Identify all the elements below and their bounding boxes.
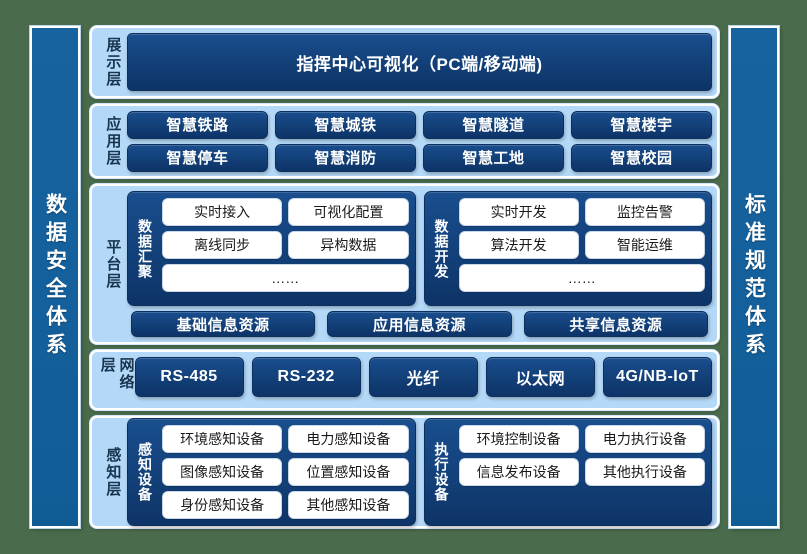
sensing-row-1: 环境感知设备 电力感知设备 bbox=[162, 425, 409, 453]
development-item[interactable]: 实时开发 bbox=[458, 198, 579, 226]
aggregation-row-3: …… bbox=[162, 264, 409, 292]
layer-sensing-body: 感知设备 环境感知设备 电力感知设备 图像感知设备 位置感知设备 bbox=[127, 418, 712, 526]
layer-platform: 平台层 数据汇聚 实时接入 可视化配置 bbox=[90, 184, 719, 344]
group-data-aggregation-label-wrap: 数据汇聚 bbox=[134, 198, 156, 299]
development-row-1: 实时开发 监控告警 bbox=[458, 198, 705, 226]
sensing-device-item[interactable]: 电力感知设备 bbox=[288, 425, 409, 453]
aggregation-item[interactable]: 可视化配置 bbox=[288, 198, 409, 226]
resource-item[interactable]: 基础信息资源 bbox=[131, 311, 316, 337]
network-item[interactable]: 光纤 bbox=[368, 357, 478, 397]
sensing-device-item[interactable]: 环境感知设备 bbox=[162, 425, 283, 453]
aggregation-item[interactable]: 异构数据 bbox=[288, 231, 409, 259]
app-item[interactable]: 智慧隧道 bbox=[423, 110, 564, 139]
group-data-development: 数据开发 实时开发 监控告警 算法开发 智能运维 bbox=[423, 191, 712, 306]
group-data-aggregation: 数据汇聚 实时接入 可视化配置 离线同步 异构数据 bbox=[127, 191, 416, 306]
actuator-device-item[interactable]: 电力执行设备 bbox=[584, 425, 705, 453]
layer-display-label: 展示层 bbox=[104, 36, 122, 88]
development-row-2: 算法开发 智能运维 bbox=[458, 231, 705, 259]
sensing-groups: 感知设备 环境感知设备 电力感知设备 图像感知设备 位置感知设备 bbox=[127, 418, 712, 526]
layer-network-label: 网络层 bbox=[98, 357, 135, 391]
actuator-device-item[interactable]: 信息发布设备 bbox=[458, 458, 579, 486]
group-sensing-devices-label-wrap: 感知设备 bbox=[134, 425, 156, 519]
sensing-device-item[interactable]: 其他感知设备 bbox=[288, 491, 409, 519]
actuator-row-1: 环境控制设备 电力执行设备 bbox=[458, 425, 705, 453]
app-item[interactable]: 智慧消防 bbox=[275, 143, 416, 172]
group-actuator-devices: 执行设备 环境控制设备 电力执行设备 信息发布设备 其他执行设备 bbox=[423, 418, 712, 526]
aggregation-item-more[interactable]: …… bbox=[162, 264, 409, 292]
left-pillar-data-security: 数据安全体系 bbox=[30, 26, 80, 528]
group-data-development-label: 数据开发 bbox=[433, 218, 450, 279]
development-row-3: …… bbox=[458, 264, 705, 292]
layer-application-label: 应用层 bbox=[104, 115, 122, 167]
application-row-2: 智慧停车 智慧消防 智慧工地 智慧校园 bbox=[127, 143, 712, 172]
network-item[interactable]: 4G/NB-IoT bbox=[602, 357, 712, 397]
group-data-development-label-wrap: 数据开发 bbox=[431, 198, 453, 299]
sensing-device-item[interactable]: 身份感知设备 bbox=[162, 491, 283, 519]
layer-stack: 展示层 指挥中心可视化（PC端/移动端) 应用层 智慧铁路 智慧城铁 智慧隧道 … bbox=[90, 26, 719, 528]
right-pillar-label: 标准规范体系 bbox=[742, 193, 766, 361]
app-item[interactable]: 智慧楼宇 bbox=[571, 110, 712, 139]
layer-network-body: RS-485 RS-232 光纤 以太网 4G/NB-IoT bbox=[134, 357, 713, 403]
layer-sensing-label-wrap: 感知层 bbox=[97, 423, 127, 521]
aggregation-item[interactable]: 实时接入 bbox=[162, 198, 283, 226]
development-item[interactable]: 算法开发 bbox=[458, 231, 579, 259]
actuator-device-item[interactable]: 其他执行设备 bbox=[584, 458, 705, 486]
group-data-development-grid: 实时开发 监控告警 算法开发 智能运维 …… bbox=[458, 198, 705, 299]
left-pillar-label: 数据安全体系 bbox=[43, 193, 67, 361]
actuator-device-item[interactable]: 环境控制设备 bbox=[458, 425, 579, 453]
sensing-row-2: 图像感知设备 位置感知设备 bbox=[162, 458, 409, 486]
layer-display-label-wrap: 展示层 bbox=[97, 33, 127, 91]
development-item[interactable]: 智能运维 bbox=[584, 231, 705, 259]
app-item[interactable]: 智慧工地 bbox=[423, 143, 564, 172]
aggregation-row-1: 实时接入 可视化配置 bbox=[162, 198, 409, 226]
development-item-more[interactable]: …… bbox=[458, 264, 705, 292]
network-item[interactable]: RS-232 bbox=[251, 357, 361, 397]
network-item[interactable]: RS-485 bbox=[134, 357, 244, 397]
layer-display-body: 指挥中心可视化（PC端/移动端) bbox=[127, 33, 712, 91]
app-item[interactable]: 智慧城铁 bbox=[275, 110, 416, 139]
app-item[interactable]: 智慧校园 bbox=[571, 143, 712, 172]
sensing-row-3: 身份感知设备 其他感知设备 bbox=[162, 491, 409, 519]
layer-platform-label-wrap: 平台层 bbox=[97, 191, 127, 337]
layer-network-label-wrap: 网络层 bbox=[97, 357, 135, 403]
layer-display: 展示层 指挥中心可视化（PC端/移动端) bbox=[90, 26, 719, 98]
resource-item[interactable]: 应用信息资源 bbox=[327, 311, 512, 337]
layer-network: 网络层 RS-485 RS-232 光纤 以太网 4G/NB-IoT bbox=[90, 350, 719, 410]
group-sensing-devices-label: 感知设备 bbox=[137, 442, 154, 502]
group-data-aggregation-grid: 实时接入 可视化配置 离线同步 异构数据 …… bbox=[162, 198, 409, 299]
display-command-center-bar[interactable]: 指挥中心可视化（PC端/移动端) bbox=[127, 33, 712, 91]
layer-application: 应用层 智慧铁路 智慧城铁 智慧隧道 智慧楼宇 智慧停车 智慧消防 智慧工地 智… bbox=[90, 104, 719, 178]
application-row-1: 智慧铁路 智慧城铁 智慧隧道 智慧楼宇 bbox=[127, 110, 712, 139]
resource-item[interactable]: 共享信息资源 bbox=[523, 311, 708, 337]
app-item[interactable]: 智慧铁路 bbox=[127, 110, 268, 139]
sensing-device-item[interactable]: 图像感知设备 bbox=[162, 458, 283, 486]
aggregation-row-2: 离线同步 异构数据 bbox=[162, 231, 409, 259]
app-item[interactable]: 智慧停车 bbox=[127, 143, 268, 172]
group-sensing-devices: 感知设备 环境感知设备 电力感知设备 图像感知设备 位置感知设备 bbox=[127, 418, 416, 526]
layer-sensing-label: 感知层 bbox=[104, 446, 122, 498]
group-actuator-devices-grid: 环境控制设备 电力执行设备 信息发布设备 其他执行设备 bbox=[458, 425, 705, 519]
right-pillar-standards: 标准规范体系 bbox=[729, 26, 779, 528]
platform-resource-row: 基础信息资源 应用信息资源 共享信息资源 bbox=[127, 311, 712, 337]
layer-platform-label: 平台层 bbox=[104, 238, 122, 290]
group-actuator-devices-label-wrap: 执行设备 bbox=[431, 425, 453, 519]
platform-groups: 数据汇聚 实时接入 可视化配置 离线同步 异构数据 bbox=[127, 191, 712, 306]
group-sensing-devices-grid: 环境感知设备 电力感知设备 图像感知设备 位置感知设备 身份感知设备 其他感知设… bbox=[162, 425, 409, 519]
aggregation-item[interactable]: 离线同步 bbox=[162, 231, 283, 259]
network-items-row: RS-485 RS-232 光纤 以太网 4G/NB-IoT bbox=[134, 357, 713, 403]
development-item[interactable]: 监控告警 bbox=[584, 198, 705, 226]
actuator-row-2: 信息发布设备 其他执行设备 bbox=[458, 458, 705, 486]
layer-sensing: 感知层 感知设备 环境感知设备 电力感知设备 bbox=[90, 416, 719, 528]
layer-application-body: 智慧铁路 智慧城铁 智慧隧道 智慧楼宇 智慧停车 智慧消防 智慧工地 智慧校园 bbox=[127, 110, 712, 172]
layer-application-label-wrap: 应用层 bbox=[97, 111, 127, 171]
sensing-device-item[interactable]: 位置感知设备 bbox=[288, 458, 409, 486]
group-actuator-devices-label: 执行设备 bbox=[433, 442, 450, 502]
network-item[interactable]: 以太网 bbox=[485, 357, 595, 397]
layer-platform-body: 数据汇聚 实时接入 可视化配置 离线同步 异构数据 bbox=[127, 191, 712, 337]
group-data-aggregation-label: 数据汇聚 bbox=[137, 218, 154, 279]
